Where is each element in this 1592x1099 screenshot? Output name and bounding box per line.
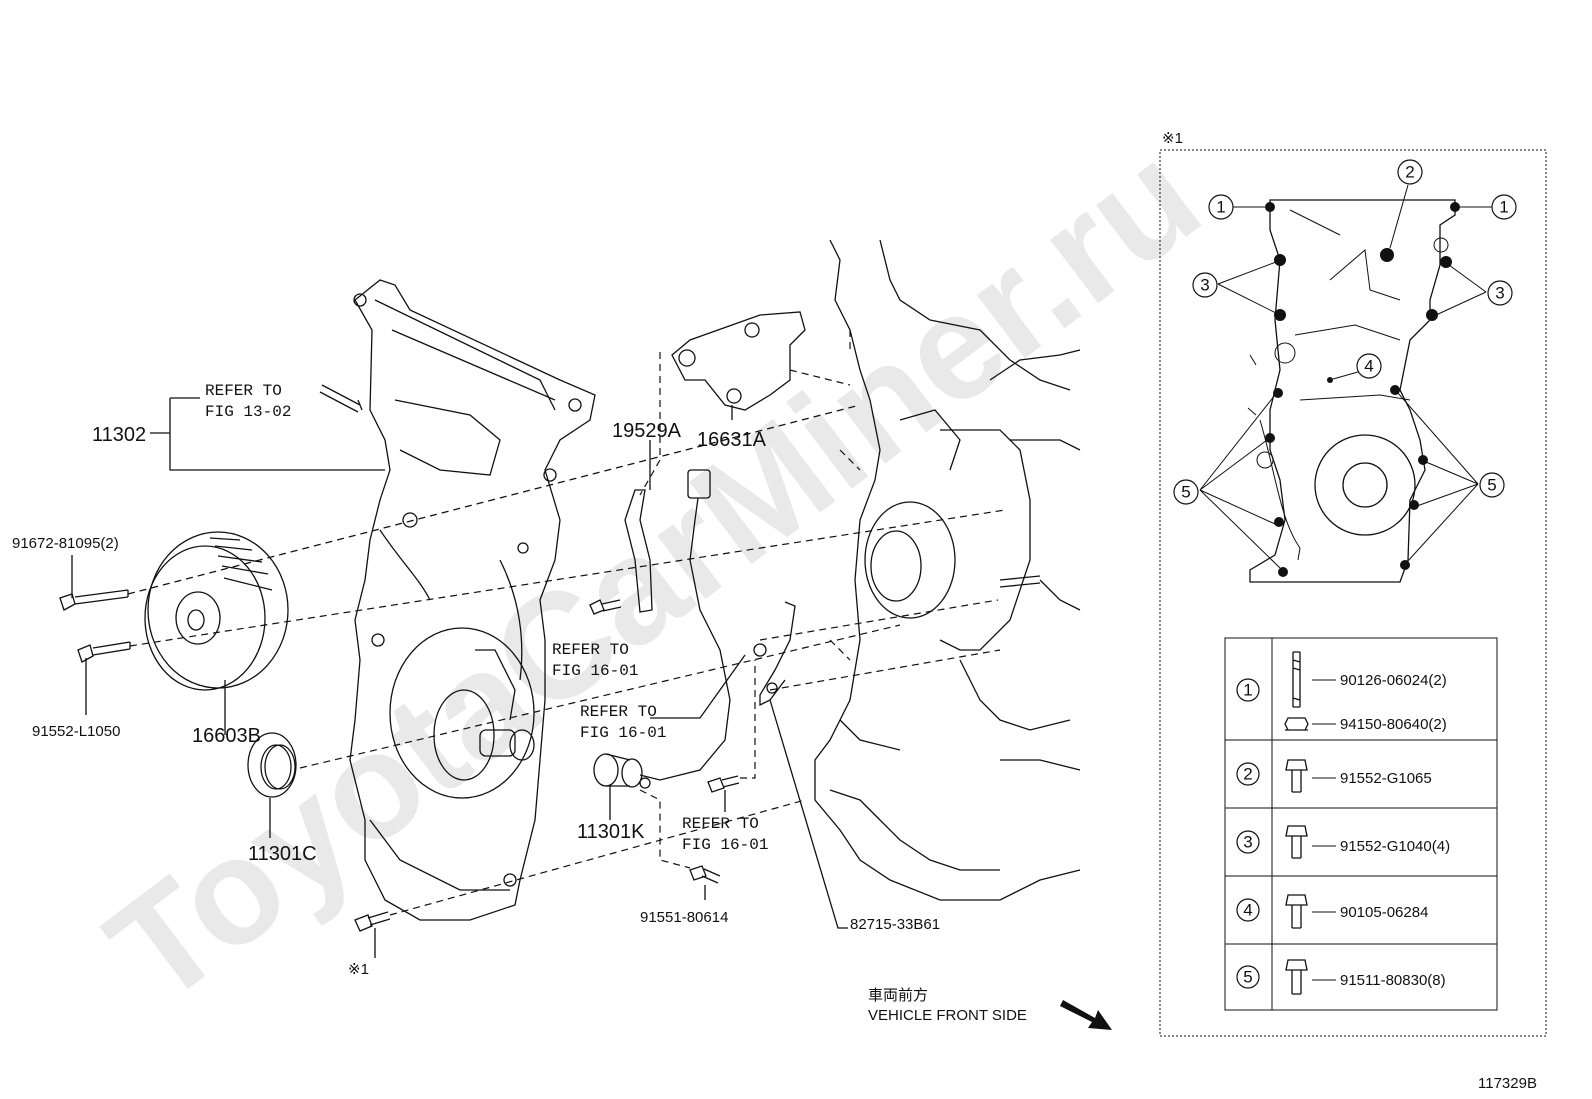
callout-leaders [1199, 184, 1492, 569]
label-refer-13-02-line2: FIG 13-02 [205, 403, 291, 421]
oil-seal-drawing [247, 732, 297, 798]
label-refer-16-01-a-line2: FIG 16-01 [552, 662, 638, 680]
part-91552-G1065: 91552-G1065 [1340, 770, 1432, 787]
table-row-5: 5 91511-80830(8) [1236, 959, 1446, 995]
bracket-19529A [624, 489, 653, 613]
label-19529A: 19529A [612, 420, 682, 442]
front-arrow-icon [1060, 1000, 1112, 1030]
part-91552-G1040: 91552-G1040(4) [1340, 838, 1450, 855]
svg-text:5: 5 [1243, 968, 1252, 987]
label-91672-81095: 91672-81095(2) [12, 535, 119, 552]
svg-text:5: 5 [1487, 476, 1496, 495]
engine-block-drawing [814, 239, 1081, 901]
label-16603B: 16603B [192, 725, 261, 747]
leader-lines [71, 397, 848, 958]
stud [319, 384, 363, 413]
bolt-icon [1285, 759, 1308, 793]
label-front-en: VEHICLE FRONT SIDE [868, 1007, 1027, 1024]
assembly-lines [127, 330, 1006, 916]
callout-2: 2 [1397, 159, 1423, 185]
callout-3-right: 3 [1487, 280, 1513, 306]
detail-header: ※1 [1162, 130, 1183, 147]
svg-text:3: 3 [1200, 276, 1209, 295]
table-row-2: 2 91552-G1065 [1236, 759, 1432, 793]
callout-5-left: 5 [1173, 479, 1199, 505]
part-90126-06024: 90126-06024(2) [1340, 672, 1447, 689]
svg-text:1: 1 [1243, 681, 1252, 700]
label-11301C: 11301C [248, 843, 317, 865]
svg-text:1: 1 [1499, 198, 1508, 217]
callout-1-right: 1 [1491, 194, 1517, 220]
label-front-jp: 車両前方 [868, 987, 928, 1004]
callout-5-right: 5 [1479, 472, 1505, 498]
label-11301K: 11301K [577, 821, 645, 843]
bolt-icon [1285, 825, 1308, 859]
svg-text:2: 2 [1243, 765, 1252, 784]
bolt-note1 [354, 911, 391, 932]
table-row-4: 4 90105-06284 [1236, 894, 1428, 929]
idler-bracket-drawing [671, 311, 806, 411]
fastener-table: 1 90126-06024(2) 94150-80640(2) 2 91552-… [1224, 637, 1498, 1011]
svg-text:1: 1 [1216, 198, 1225, 217]
label-91551-80614: 91551-80614 [640, 909, 728, 926]
timing-cover-drawing [349, 279, 596, 921]
svg-text:3: 3 [1243, 833, 1252, 852]
label-refer-16-01-b-line1: REFER TO [580, 703, 657, 721]
crank-pulley-drawing [144, 531, 289, 691]
clamp-drawing [753, 601, 796, 707]
label-16631A: 16631A [697, 429, 767, 451]
label-refer-16-01-b-line2: FIG 16-01 [580, 724, 666, 742]
sensor-drawing [589, 469, 740, 884]
label-refer-16-01-c-line1: REFER TO [682, 815, 759, 833]
figure-id: 117329B [1478, 1075, 1537, 1092]
label-91552-L1050: 91552-L1050 [32, 723, 120, 740]
callout-1-left: 1 [1208, 194, 1234, 220]
label-refer-16-01-c-line2: FIG 16-01 [682, 836, 768, 854]
callout-4: 4 [1356, 353, 1382, 379]
stud-icon [1292, 651, 1301, 708]
table-row-3: 3 91552-G1040(4) [1236, 825, 1450, 859]
table-row-1: 1 90126-06024(2) 94150-80640(2) [1236, 651, 1447, 733]
label-refer-13-02-line1: REFER TO [205, 382, 282, 400]
detail-frame [1159, 149, 1547, 1037]
label-note1: ※1 [348, 961, 369, 978]
label-11302: 11302 [92, 424, 146, 446]
callout-3-left: 3 [1192, 272, 1218, 298]
svg-text:2: 2 [1405, 163, 1414, 182]
bolt-icon [1285, 894, 1308, 929]
part-91511-80830: 91511-80830(8) [1340, 972, 1446, 989]
detail-panel: ※1 [1159, 130, 1547, 1037]
part-94150-80640: 94150-80640(2) [1340, 716, 1447, 733]
svg-text:3: 3 [1495, 284, 1504, 303]
label-refer-16-01-a-line1: REFER TO [552, 641, 629, 659]
bolt-icon [1285, 959, 1308, 995]
svg-text:4: 4 [1364, 357, 1373, 376]
nut-icon [1284, 717, 1309, 731]
svg-text:5: 5 [1181, 483, 1190, 502]
part-90105-06284: 90105-06284 [1340, 904, 1428, 921]
label-82715-33B61: 82715-33B61 [850, 916, 940, 933]
svg-text:4: 4 [1243, 901, 1252, 920]
mini-cover-drawing [1247, 199, 1460, 583]
watermark: ToyotaCarMiner.ru [78, 111, 1229, 1036]
pulley-bolts [59, 589, 131, 663]
